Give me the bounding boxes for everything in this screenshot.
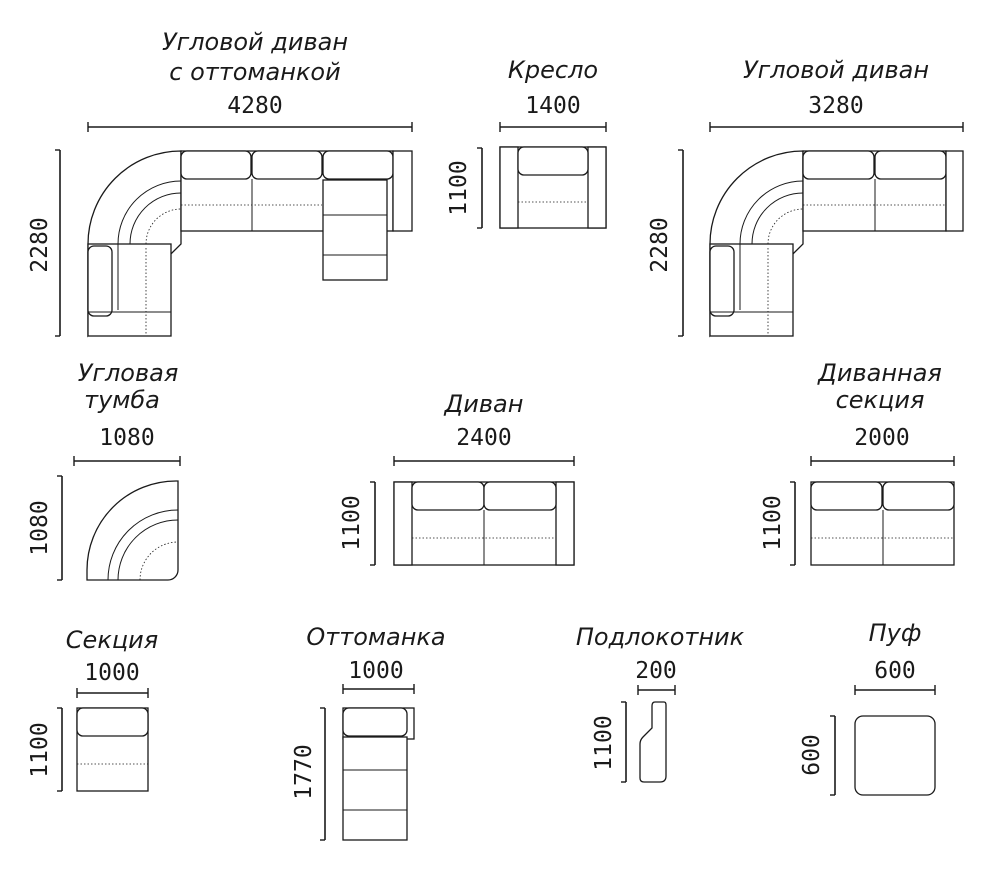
item-corner-sofa: Угловой диван 3280 2280	[647, 56, 964, 338]
width-dimension-line	[810, 456, 955, 466]
title-armrest: Подлокотник	[576, 623, 745, 651]
item-corner-unit: Угловая тумба 1080 1080	[27, 359, 181, 581]
item-armchair: Кресло 1400 1100	[446, 56, 607, 229]
depth-label: 1100	[27, 722, 53, 777]
depth-label: 1100	[446, 160, 472, 215]
depth-label: 1770	[291, 744, 317, 799]
item-sofa: Диван 2400 1100	[339, 390, 575, 566]
depth-dimension-line	[57, 707, 63, 792]
title-corner-unit-line-2: тумба	[84, 386, 160, 414]
depth-dimension-line	[678, 149, 684, 337]
width-label: 1000	[84, 660, 139, 686]
depth-dimension-line	[790, 481, 796, 566]
depth-label: 1080	[27, 500, 53, 555]
sofa-drawing	[393, 481, 575, 566]
width-label: 1000	[348, 658, 403, 684]
width-dimension-line	[499, 122, 607, 132]
width-label: 2000	[854, 425, 909, 451]
title-pouf: Пуф	[869, 619, 922, 647]
title-section: Секция	[66, 626, 158, 654]
item-section: Секция 1000 1100	[27, 626, 158, 792]
width-dimension-line	[709, 122, 964, 132]
depth-label: 600	[799, 734, 825, 776]
depth-dimension-line	[57, 475, 63, 581]
depth-dimension-line	[830, 715, 836, 796]
item-sofa-section: Диванная секция 2000 1100	[760, 359, 955, 566]
title-corner-unit-line-1: Угловая	[78, 359, 179, 387]
depth-dimension-line	[477, 147, 483, 229]
width-label: 2400	[456, 425, 511, 451]
item-pouf: Пуф 600 600	[799, 619, 936, 796]
ottoman-drawing	[342, 707, 415, 841]
width-label: 3280	[808, 93, 863, 119]
width-dimension-line	[854, 685, 936, 695]
title-corner-sofa: Угловой диван	[743, 56, 929, 84]
armchair-drawing	[499, 146, 607, 229]
depth-label: 2280	[647, 217, 673, 272]
depth-label: 2280	[27, 217, 53, 272]
title-corner-sofa-ottoman-line-2: с оттоманкой	[169, 58, 340, 86]
item-corner-sofa-ottoman: Угловой диван с оттоманкой 4280 2280	[27, 28, 413, 338]
depth-dimension-line	[320, 707, 326, 841]
width-label: 200	[635, 658, 677, 684]
title-ottoman: Оттоманка	[306, 623, 445, 651]
title-corner-sofa-ottoman-line-1: Угловой диван	[162, 28, 348, 56]
corner-sofa-drawing	[709, 150, 964, 338]
depth-label: 1100	[339, 495, 365, 550]
depth-dimension-line	[55, 149, 61, 337]
depth-label: 1100	[591, 715, 617, 770]
section-drawing	[76, 707, 149, 792]
width-dimension-line	[76, 688, 149, 698]
width-label: 1400	[525, 93, 580, 119]
width-dimension-line	[87, 122, 413, 132]
width-dimension-line	[393, 456, 575, 466]
depth-label: 1100	[760, 495, 786, 550]
title-sofa-section-line-2: секция	[836, 386, 925, 414]
title-sofa-section-line-1: Диванная	[817, 359, 942, 387]
title-armchair: Кресло	[508, 56, 598, 84]
item-armrest: Подлокотник 200 1100	[576, 623, 745, 783]
width-label: 600	[874, 658, 916, 684]
armrest-drawing	[639, 701, 667, 783]
width-label: 1080	[99, 425, 154, 451]
depth-dimension-line	[621, 701, 627, 783]
width-dimension-line	[73, 456, 181, 466]
item-ottoman: Оттоманка 1000 1770	[291, 623, 446, 841]
sofa-section-drawing	[810, 481, 955, 566]
depth-dimension-line	[370, 481, 376, 566]
width-dimension-line	[637, 685, 676, 695]
pouf-drawing	[854, 715, 936, 796]
width-dimension-line	[342, 684, 415, 694]
title-sofa: Диван	[444, 390, 524, 418]
corner-unit-drawing	[86, 480, 179, 581]
corner-sofa-ottoman-drawing	[87, 150, 413, 338]
width-label: 4280	[227, 93, 282, 119]
